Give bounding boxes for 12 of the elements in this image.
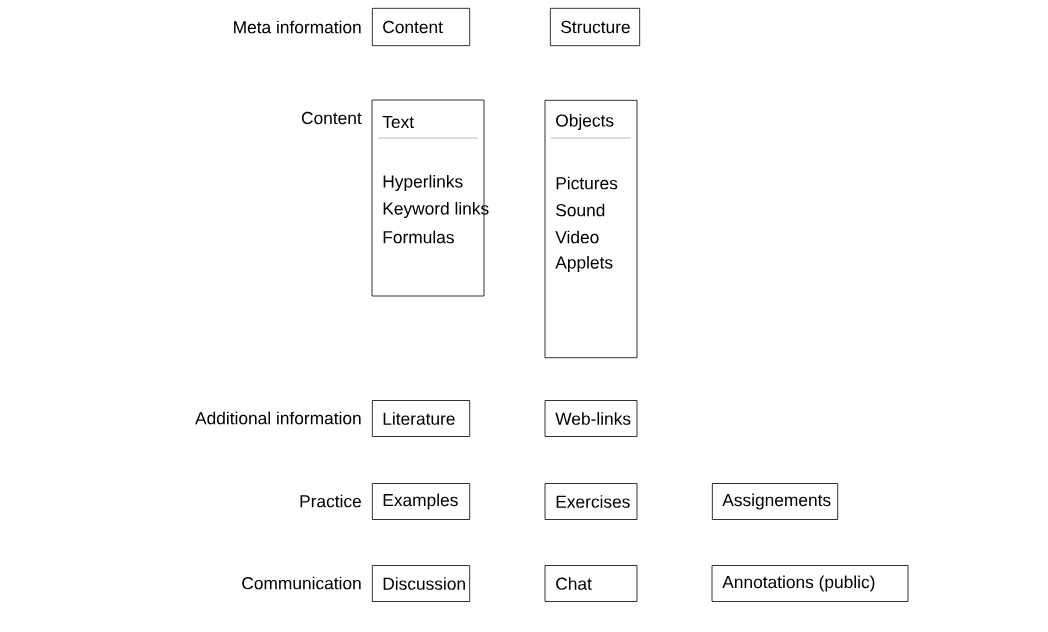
- text-box: Assignements: [711, 483, 839, 520]
- list-box: Text Hyperlinks Keyword links Formulas: [371, 99, 489, 297]
- text-box: Discussion: [371, 565, 471, 602]
- text-box: Content: [371, 7, 471, 47]
- text-box: Structure: [549, 7, 641, 47]
- text-box: Literature: [371, 400, 471, 437]
- text-box: Chat: [544, 565, 638, 602]
- text-box: Examples: [371, 483, 471, 520]
- text-box: Exercises: [544, 483, 638, 520]
- text-box: Annotations (public): [711, 565, 909, 602]
- text-box: Web-links: [544, 400, 638, 437]
- list-box: Objects Pictures Sound Video Applets: [544, 99, 638, 359]
